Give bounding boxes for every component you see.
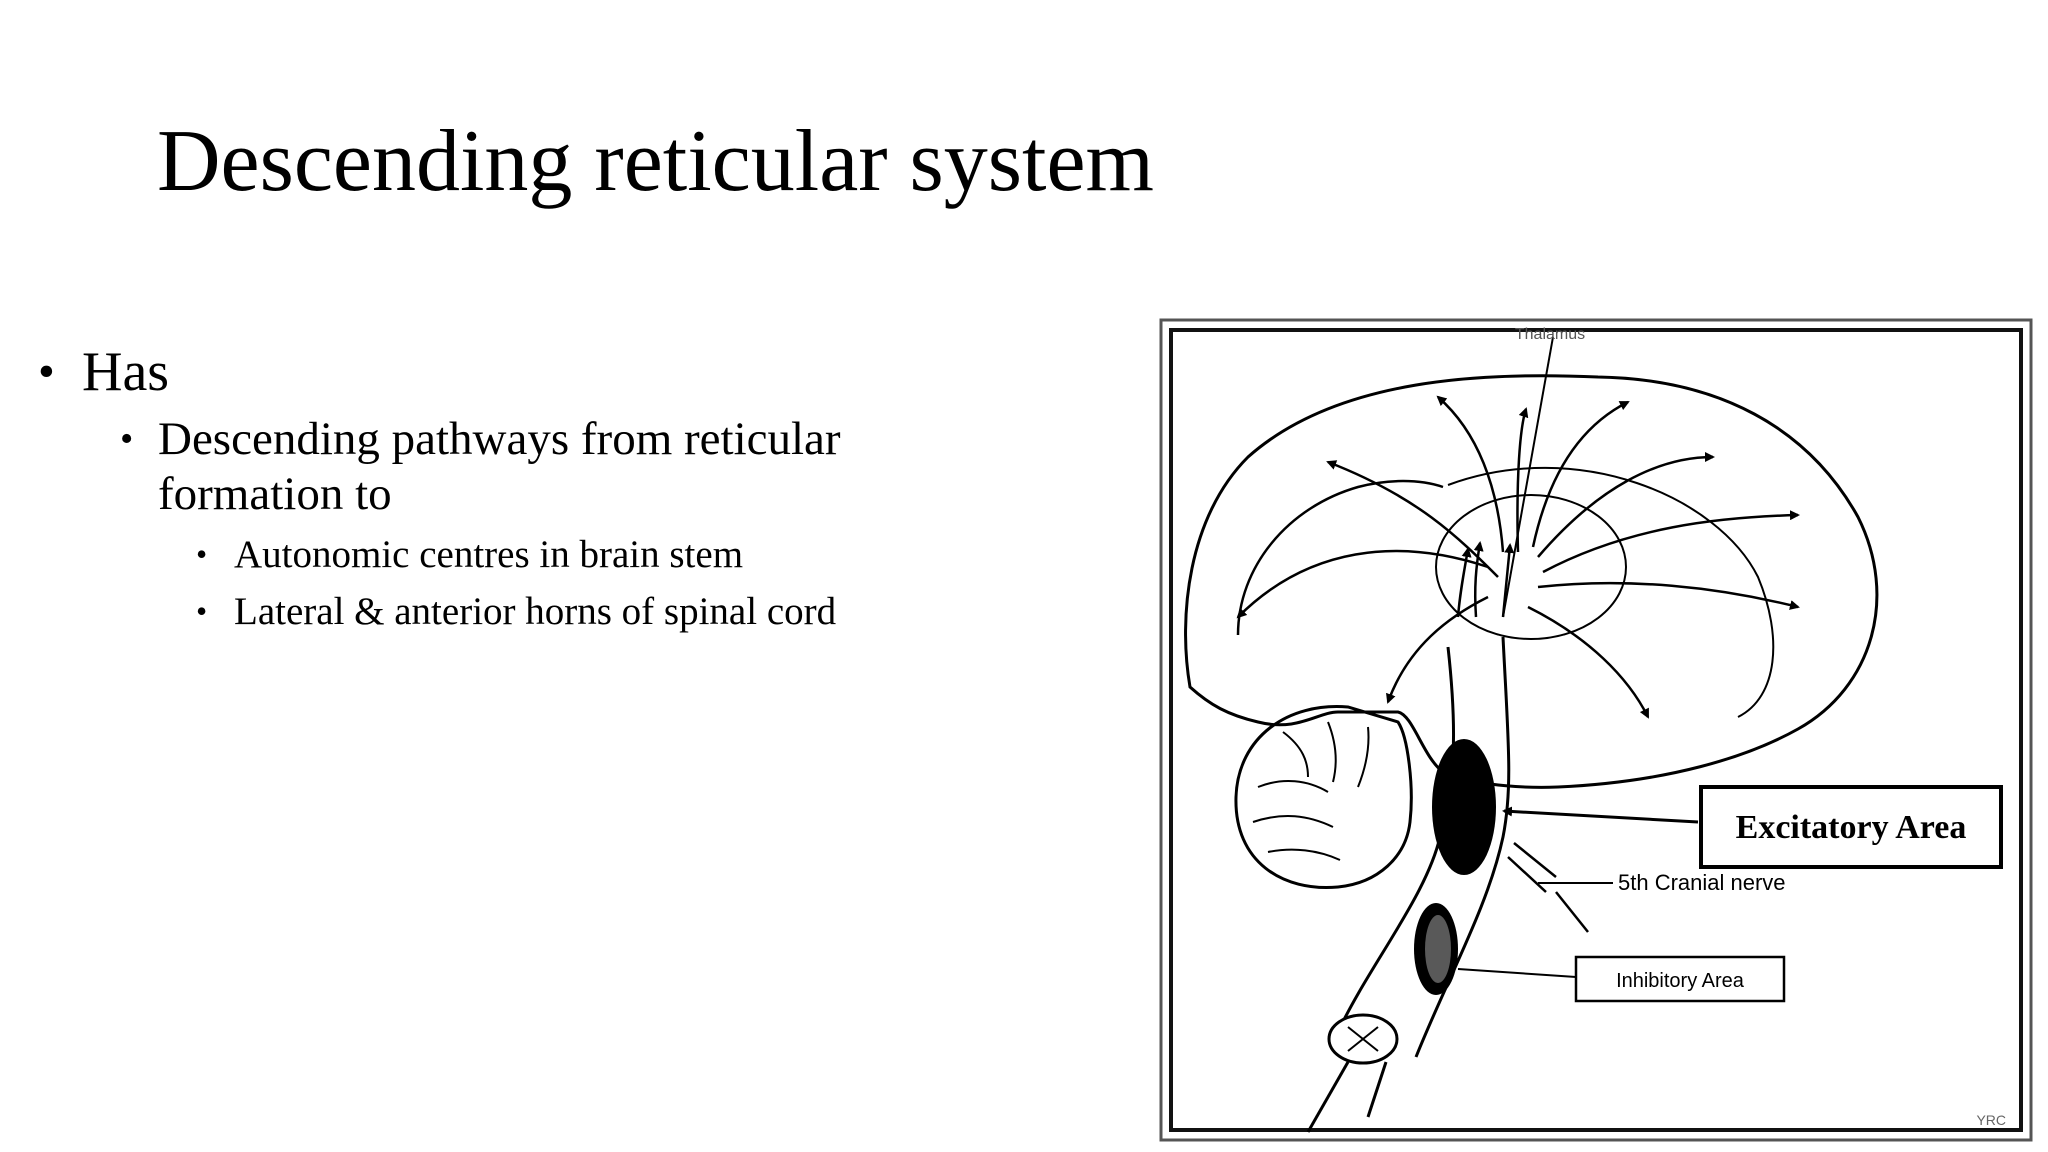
brain-diagram-svg: Excitatory Area 5th Cranial nerve Inhibi…	[1159, 318, 2033, 1142]
slide-title: Descending reticular system	[157, 113, 1155, 210]
spinal-pathway-line	[1366, 1061, 1388, 1118]
bullet-text-horns: Lateral & anterior horns of spinal cord	[234, 590, 837, 633]
bullet-dot: •	[196, 536, 208, 572]
bullet-dot: •	[196, 593, 208, 629]
bullet-list: • Has • Descending pathways from reticul…	[38, 340, 1118, 640]
spinal-pathway-line	[1306, 1061, 1350, 1133]
corner-mark: YRC	[1976, 1112, 2006, 1128]
cranial-nerve-line	[1555, 891, 1589, 933]
bullet-dot: •	[38, 345, 55, 398]
inhibitory-label-box	[1574, 955, 1786, 1003]
excitatory-label: Excitatory Area	[1736, 809, 1967, 846]
bullet-level3-autonomic: • Autonomic centres in brain stem	[196, 526, 1118, 583]
thalamus-label: Thalamus	[1515, 326, 1585, 343]
brain-diagram: Excitatory Area 5th Cranial nerve Inhibi…	[1158, 317, 2036, 1145]
excitatory-area-shape	[1432, 739, 1496, 875]
ventricle-curve	[1447, 466, 1775, 718]
inhibitory-area-texture	[1425, 915, 1451, 983]
bullet-level1: • Has	[38, 340, 1118, 404]
cranial-nerve-label: 5th Cranial nerve	[1618, 870, 1786, 895]
bullet-text-has: Has	[82, 341, 170, 403]
thalamus-pointer-line	[1502, 336, 1554, 618]
bullet-text-autonomic: Autonomic centres in brain stem	[234, 533, 744, 576]
cerebrum-outline	[1184, 374, 1879, 789]
excitatory-label-box	[1699, 785, 2003, 869]
cerebellum-folia	[1252, 721, 1370, 861]
inhibitory-pointer-line	[1457, 968, 1577, 978]
bullet-text-descending-pathways: Descending pathways from reticular forma…	[158, 413, 841, 520]
bullet-level2: • Descending pathways from reticular for…	[120, 412, 958, 522]
bullet-level3-horns: • Lateral & anterior horns of spinal cor…	[196, 583, 1118, 640]
spinal-cord-grey-matter	[1347, 1026, 1379, 1052]
frame-outer	[1159, 318, 2033, 1142]
cranial-nerve-stub	[1507, 842, 1557, 893]
excitatory-pointer-arrow	[1502, 806, 1699, 824]
cerebellum	[1234, 705, 1413, 890]
thalamus-oval	[1435, 494, 1627, 640]
frame-inner	[1169, 328, 2023, 1132]
bullet-dot: •	[120, 418, 134, 460]
projection-arrows	[1236, 395, 1800, 719]
corpus-callosum	[1236, 479, 1444, 636]
inhibitory-label: Inhibitory Area	[1616, 970, 1745, 992]
inhibitory-area-shape	[1414, 903, 1458, 995]
